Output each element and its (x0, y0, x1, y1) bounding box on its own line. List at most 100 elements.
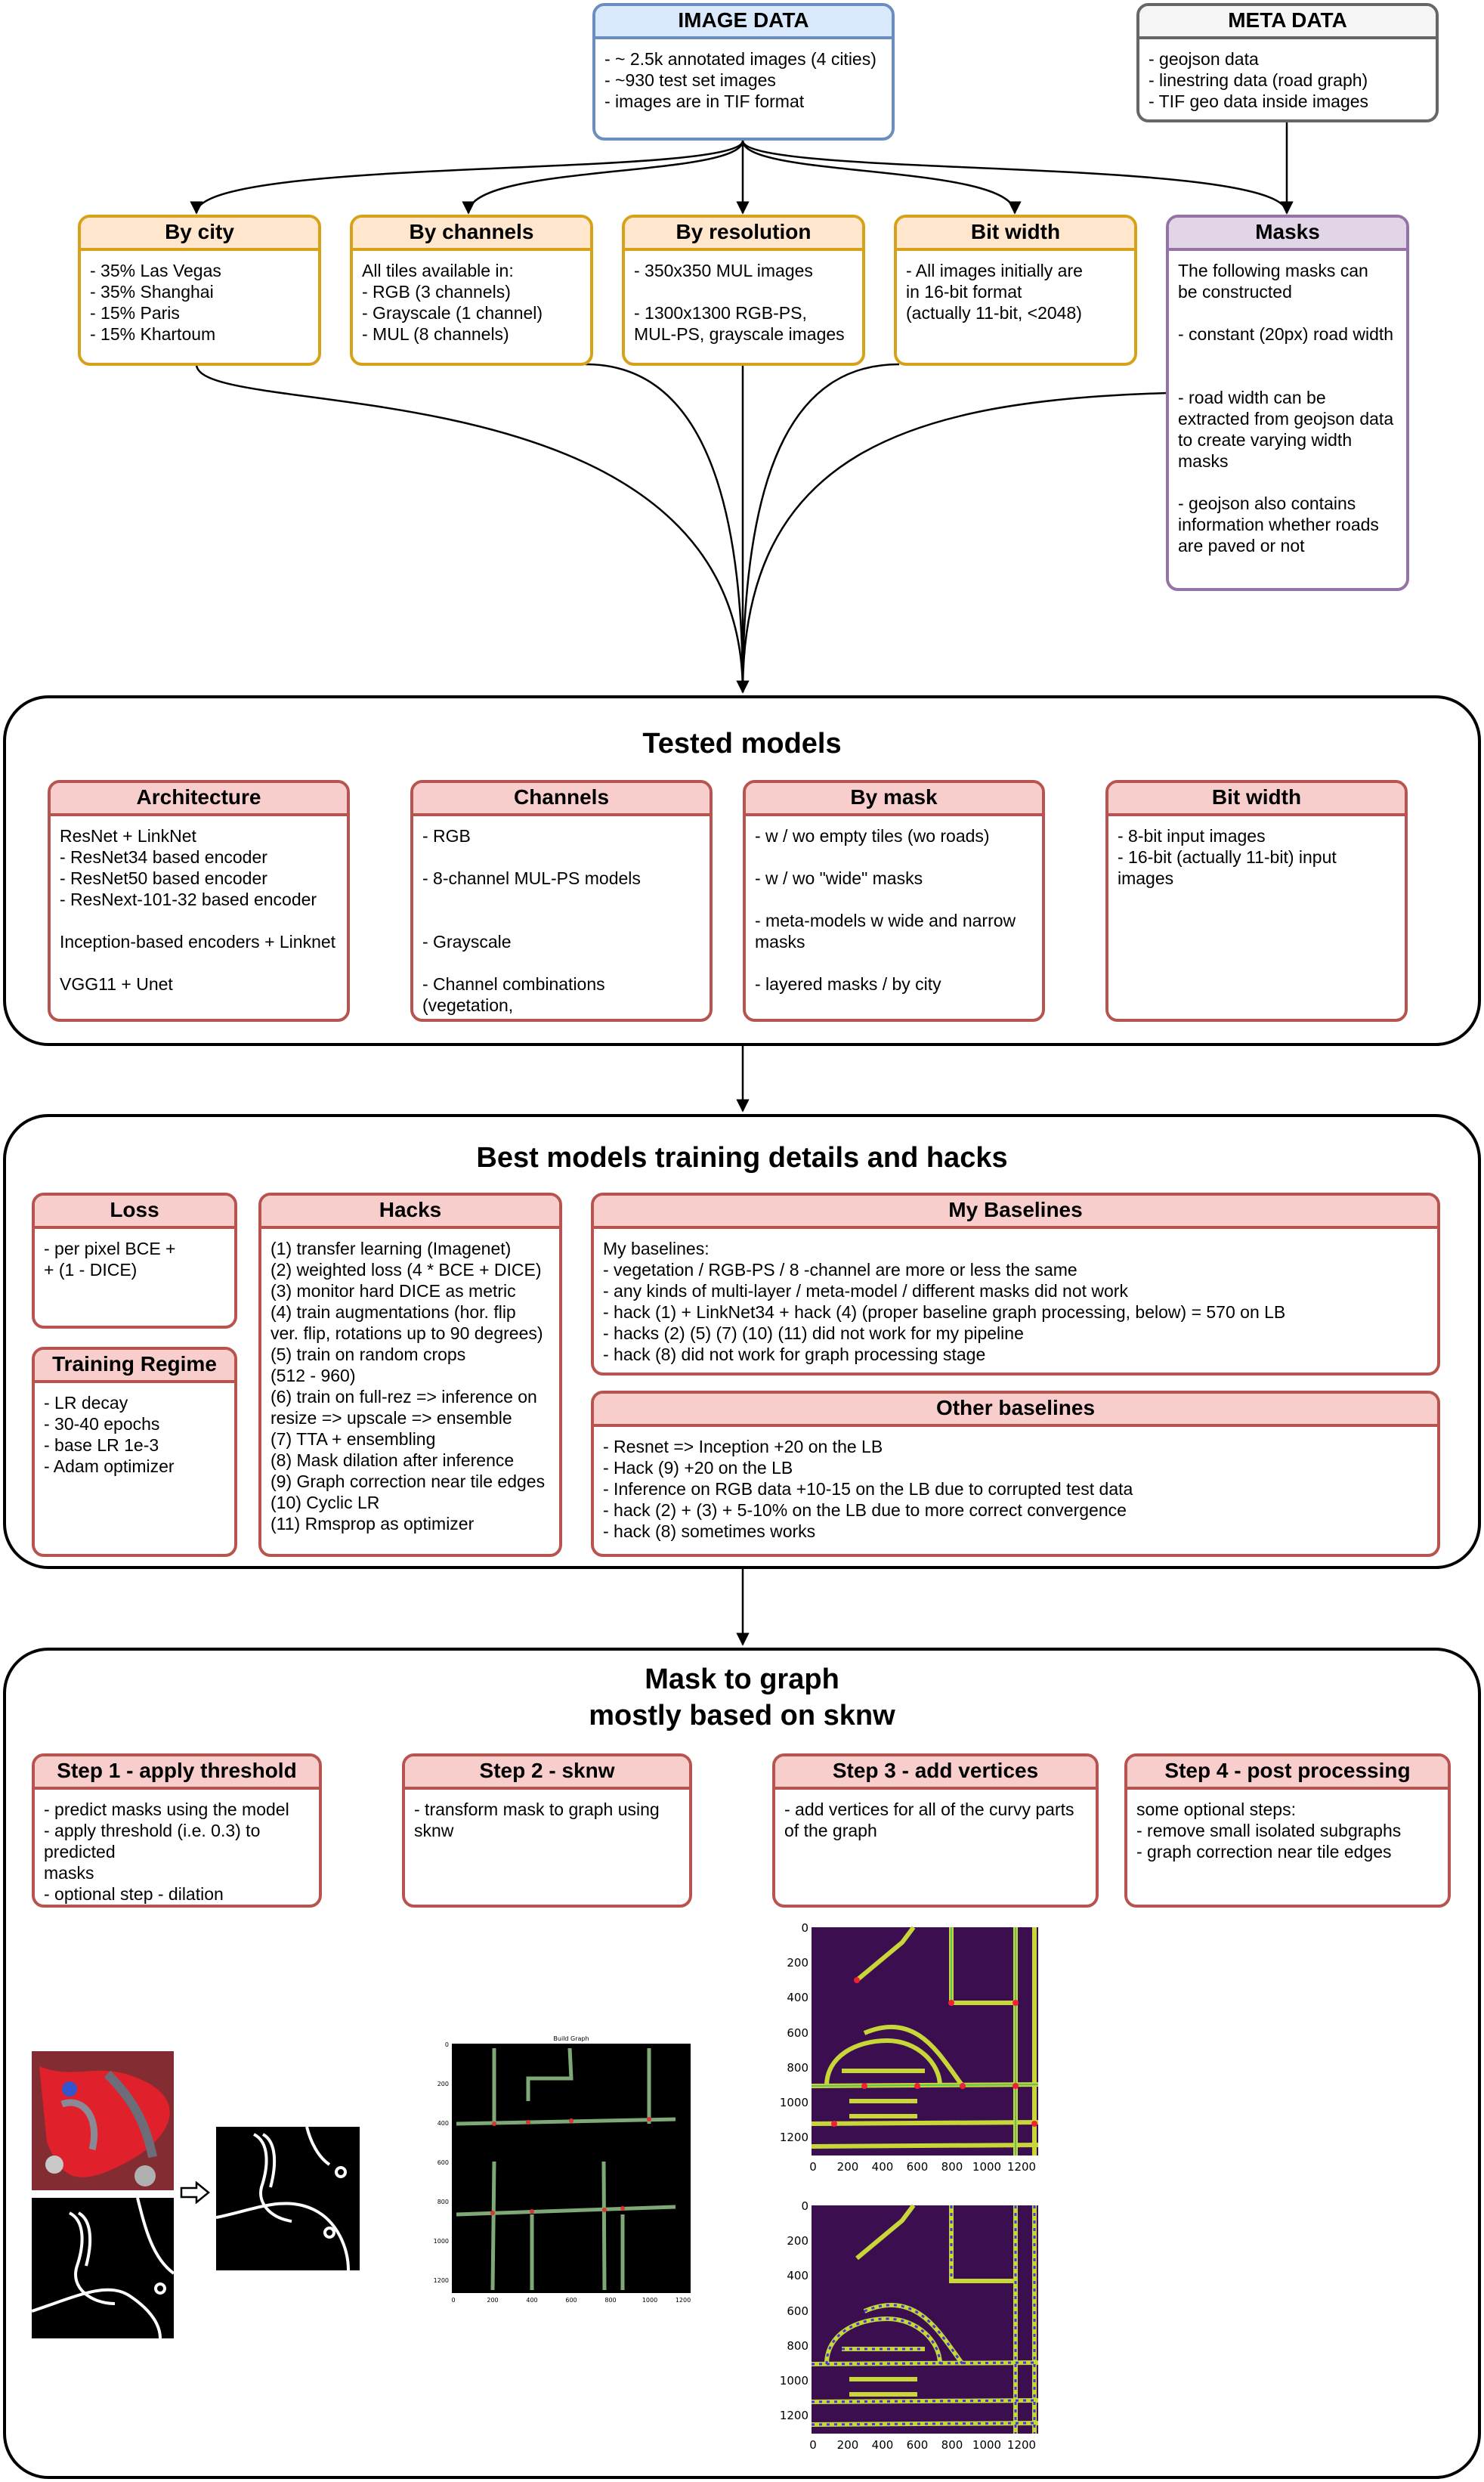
curve-by-channels (585, 363, 744, 693)
other-baselines-body: - Resnet => Inception +20 on the LB - Ha… (603, 1437, 1133, 1541)
mask-to-graph-title: Mask to graph mostly based on sknw (589, 1663, 895, 1732)
image-data-box: IMAGE DATA - ~ 2.5k annotated images (4 … (592, 3, 895, 141)
masks-body: The following masks can be constructed -… (1178, 261, 1394, 556)
arrow-to-by-city (190, 140, 744, 215)
curve-masks (736, 391, 1168, 694)
svg-text:800: 800 (787, 2061, 808, 2075)
svg-text:1000: 1000 (434, 2238, 449, 2245)
svg-text:1000: 1000 (642, 2297, 657, 2304)
bottom-plot-y-ticks: 0 200 400 600 800 1000 1200 (780, 2199, 808, 2422)
svg-text:0: 0 (809, 2438, 817, 2452)
svg-text:800: 800 (941, 2438, 963, 2452)
svg-text:0: 0 (445, 2041, 449, 2048)
channels-title: Channels (413, 783, 710, 816)
other-baselines-box: Other baselines - Resnet => Inception +2… (591, 1391, 1440, 1557)
by-channels-title: By channels (353, 218, 590, 251)
loss-title: Loss (35, 1196, 234, 1229)
my-baselines-body: My baselines: - vegetation / RGB-PS / 8 … (603, 1239, 1286, 1364)
svg-text:400: 400 (526, 2297, 537, 2304)
my-baselines-title: My Baselines (594, 1196, 1437, 1229)
arrow-to-masks (741, 140, 1294, 215)
channels-body: - RGB - 8-channel MUL-PS models - Graysc… (422, 826, 641, 1019)
build-graph-plot: Build Graph 0 200 400 600 800 1000 1200 (434, 2033, 691, 2325)
my-baselines-box: My Baselines My baselines: - vegetation … (591, 1193, 1440, 1376)
by-resolution-body: - 350x350 MUL images - 1300x1300 RGB-PS,… (634, 261, 845, 344)
by-city-title: By city (81, 218, 318, 251)
graph-plot-y-ticks: 0 200 400 600 800 1000 1200 (434, 2041, 449, 2284)
masks-title: Masks (1169, 218, 1406, 251)
svg-text:1200: 1200 (780, 2409, 808, 2422)
svg-text:600: 600 (787, 2026, 808, 2040)
svg-text:200: 200 (837, 2438, 859, 2452)
svg-text:400: 400 (872, 2438, 894, 2452)
by-resolution-title: By resolution (625, 218, 862, 251)
predicted-mask-image (216, 2127, 360, 2270)
by-mask-title: By mask (746, 783, 1042, 816)
svg-text:800: 800 (437, 2199, 449, 2205)
training-regime-body: - LR decay - 30-40 epochs - base LR 1e-3… (44, 1393, 175, 1476)
svg-text:400: 400 (872, 2160, 894, 2174)
other-baselines-title: Other baselines (594, 1394, 1437, 1427)
svg-text:1200: 1200 (676, 2297, 691, 2304)
meta-data-title: META DATA (1139, 6, 1436, 39)
svg-text:200: 200 (787, 1956, 808, 1970)
curve-bit-width (741, 363, 900, 693)
svg-text:600: 600 (907, 2160, 929, 2174)
vertices-plot-bottom: 0 200 400 600 800 1000 1200 0 200 400 60… (766, 2198, 1055, 2461)
curve-by-city (195, 364, 744, 693)
svg-text:400: 400 (787, 1991, 808, 2004)
architecture-title: Architecture (51, 783, 347, 816)
svg-text:800: 800 (941, 2160, 963, 2174)
top-plot-y-ticks: 0 200 400 600 800 1000 1200 (780, 1921, 808, 2144)
image-data-title: IMAGE DATA (595, 6, 892, 39)
svg-text:200: 200 (487, 2297, 498, 2304)
step4-title: Step 4 - post processing (1127, 1756, 1448, 1790)
svg-text:400: 400 (437, 2120, 449, 2127)
svg-text:800: 800 (787, 2339, 808, 2353)
svg-text:1200: 1200 (780, 2131, 808, 2144)
arrow-to-by-channels (462, 140, 744, 215)
step1-box: Step 1 - apply threshold - predict masks… (32, 1753, 322, 1908)
svg-text:1200: 1200 (1007, 2160, 1036, 2174)
step4-box: Step 4 - post processing some optional s… (1124, 1753, 1451, 1908)
step3-box: Step 3 - add vertices - add vertices for… (772, 1753, 1099, 1908)
satellite-image (32, 2051, 174, 2190)
graph-plot-x-ticks: 0 200 400 600 800 1000 1200 (451, 2297, 691, 2304)
by-city-body: - 35% Las Vegas - 35% Shanghai - 15% Par… (90, 261, 221, 344)
bottom-plot-x-ticks: 0 200 400 600 800 1000 1200 (809, 2438, 1036, 2452)
svg-text:1000: 1000 (972, 2438, 1001, 2452)
best-models-title: Best models training details and hacks (476, 1142, 1008, 1174)
step2-title: Step 2 - sknw (405, 1756, 689, 1790)
svg-text:800: 800 (604, 2297, 616, 2304)
svg-text:0: 0 (801, 1921, 808, 1935)
step-arrow-icon (180, 2181, 210, 2204)
svg-text:200: 200 (787, 2234, 808, 2248)
svg-text:600: 600 (787, 2304, 808, 2318)
svg-text:0: 0 (809, 2160, 817, 2174)
architecture-body: ResNet + LinkNet - ResNet34 based encode… (60, 826, 336, 994)
ground-truth-mask-image (32, 2198, 174, 2338)
step3-title: Step 3 - add vertices (775, 1756, 1096, 1790)
meta-data-box: META DATA - geojson data - linestring da… (1136, 3, 1439, 122)
svg-text:200: 200 (837, 2160, 859, 2174)
hacks-title: Hacks (261, 1196, 559, 1229)
svg-text:0: 0 (451, 2297, 455, 2304)
hacks-box: Hacks (1) transfer learning (Imagenet) (… (258, 1193, 562, 1557)
svg-text:1000: 1000 (780, 2096, 808, 2109)
meta-data-body: - geojson data - linestring data (road g… (1149, 49, 1369, 111)
training-regime-title: Training Regime (35, 1350, 234, 1383)
training-regime-box: Training Regime - LR decay - 30-40 epoch… (32, 1347, 237, 1557)
step2-body: - transform mask to graph using sknw (414, 1800, 665, 1840)
step2-box: Step 2 - sknw - transform mask to graph … (402, 1753, 692, 1908)
tested-bit-width-box: Bit width - 8-bit input images - 16-bit … (1105, 780, 1408, 1022)
channels-box: Channels - RGB - 8-channel MUL-PS models… (410, 780, 713, 1022)
svg-text:200: 200 (437, 2081, 449, 2087)
graph-plot-title: Build Graph (553, 2035, 589, 2042)
image-data-body: - ~ 2.5k annotated images (4 cities) - ~… (604, 49, 876, 111)
architecture-box: Architecture ResNet + LinkNet - ResNet34… (48, 780, 350, 1022)
by-resolution-box: By resolution - 350x350 MUL images - 130… (622, 215, 865, 366)
step4-body: some optional steps: - remove small isol… (1136, 1800, 1402, 1862)
svg-text:1200: 1200 (434, 2277, 449, 2284)
vertices-plot-top: 0 200 400 600 800 1000 1200 0 200 400 60… (766, 1920, 1055, 2183)
